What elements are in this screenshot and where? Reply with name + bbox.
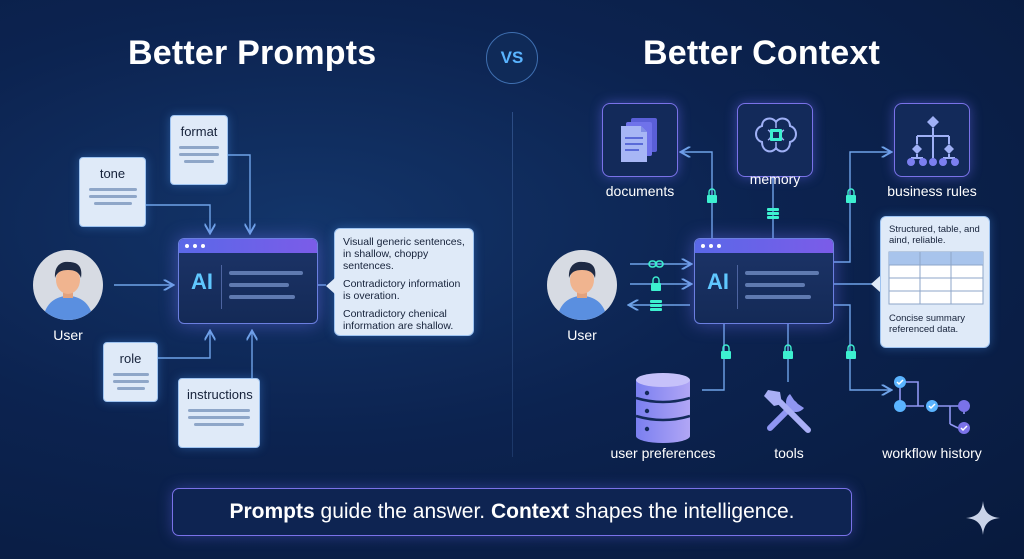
format-label: format (180, 124, 218, 139)
tone-label: tone (99, 166, 126, 181)
vs-label: VS (500, 48, 524, 67)
role-label: role (119, 351, 142, 366)
lock-icon (721, 344, 731, 359)
bubble-line-2: Contradictory information is overation. (343, 278, 461, 302)
brain-chip-icon (755, 117, 797, 153)
context-output-bubble: Structured, table, and aind, reliable. C… (880, 216, 990, 348)
bubble-pointer-right (871, 276, 880, 292)
bubble-pointer-left (326, 278, 335, 294)
instructions-label: instructions (187, 387, 253, 402)
footer-banner: Prompts guide the answer. Context shapes… (172, 488, 852, 536)
sparkle-icon (966, 501, 1000, 535)
role-card: role (103, 342, 158, 402)
user-preferences-label: user preferences (610, 445, 716, 461)
footer-context: Context (490, 500, 570, 523)
ai-window-right: AI (694, 238, 834, 324)
lock-markers (648, 188, 856, 359)
lock-icon (783, 344, 793, 359)
left-title: Better Prompts (128, 34, 377, 72)
database-icon (635, 373, 691, 443)
prompt-output-bubble: Visuall generic sentences, in shallow, c… (334, 228, 474, 336)
business-rules-box (894, 103, 970, 177)
lock-icon (651, 276, 661, 291)
footer-text-2: shapes the intelligence. (569, 500, 795, 523)
tools-icon (764, 390, 811, 433)
workflow-history-label: workflow history (882, 445, 982, 461)
ai-label-left: AI (191, 269, 213, 294)
memory-label: memory (749, 171, 801, 187)
bubble-bottom-text: Concise summary referenced data. (889, 313, 966, 335)
bubble-line-3: Contradictory chenical information are s… (343, 308, 454, 332)
documents-icon (621, 118, 657, 162)
footer-prompts: Prompts (229, 500, 315, 523)
memory-box (737, 103, 813, 177)
vs-badge: VS (486, 32, 538, 84)
user-label-left: User (53, 327, 83, 343)
tools-label: tools (774, 445, 804, 461)
bubble-top-text: Structured, table, and aind, reliable. (889, 224, 980, 246)
lock-icon (846, 344, 856, 359)
documents-label: documents (605, 183, 675, 199)
documents-box (602, 103, 678, 177)
instructions-card: instructions (178, 378, 260, 448)
user-avatar-left (33, 250, 103, 320)
table-icon (888, 251, 984, 305)
business-rules-label: business rules (887, 183, 977, 199)
hierarchy-icon (907, 116, 959, 166)
right-title: Better Context (643, 34, 881, 72)
user-avatar-icon (557, 261, 607, 320)
user-avatar-icon (43, 261, 93, 320)
ai-window-left: AI (178, 238, 318, 324)
workflow-icon (894, 376, 970, 434)
ai-label-right: AI (707, 269, 729, 294)
format-card: format (170, 115, 228, 185)
footer-text-1: guide the answer. (314, 500, 491, 523)
user-avatar-right (547, 250, 617, 320)
tone-card: tone (79, 157, 146, 227)
user-label-right: User (567, 327, 597, 343)
lock-icon (707, 188, 717, 203)
left-connectors (114, 154, 326, 378)
center-divider (512, 112, 513, 457)
lock-icon (846, 188, 856, 203)
stack-icon (650, 300, 662, 311)
link-icon (648, 260, 664, 268)
stack-icon (767, 208, 779, 219)
bubble-line-1: Visuall generic sentences, in shallow, c… (343, 236, 465, 272)
